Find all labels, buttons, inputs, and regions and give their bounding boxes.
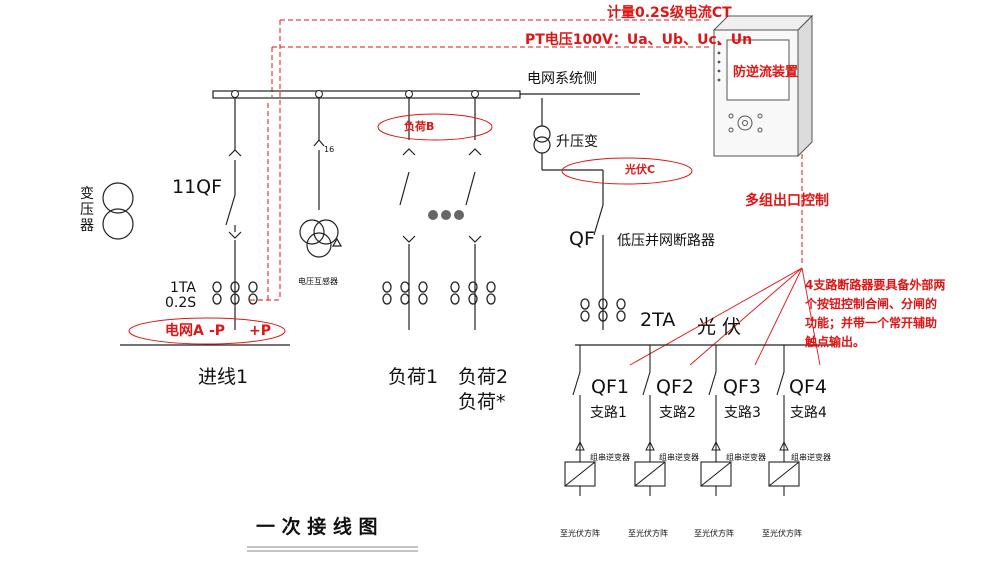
qf11-label: 11QF	[172, 176, 223, 198]
breaker-requirement-note: 4支路断路器要具备外部两 个按钮控制合闸、分闸的 功能；并带一个常开辅助 触点输…	[805, 276, 945, 352]
load-star-label: 负荷*	[458, 391, 506, 413]
branch-name-label: 支路2	[659, 405, 696, 421]
pt-note: PT电压100V：Ua、Ub、Uc、Un	[525, 32, 753, 48]
ta1-class-label: 0.2S	[165, 295, 197, 311]
pv-array-label: 至光伏方阵	[762, 529, 802, 538]
branch-qf-label: QF4	[789, 376, 827, 398]
note-line: 功能；并带一个常开辅助	[805, 316, 938, 330]
lv-breaker-label: 低压并网断路器	[617, 233, 715, 249]
inverter-label: 组串逆变器	[659, 453, 699, 462]
highlight-ellipses	[128, 113, 693, 345]
note-line: 个按钮控制合闸、分闸的	[805, 297, 938, 311]
pv-label: 光 伏	[697, 316, 742, 338]
transformer-label: 变压器	[80, 186, 94, 234]
grid-a-label: 电网A	[165, 323, 204, 339]
device-label: 防逆流装置	[733, 65, 799, 80]
load2-label: 负荷2	[458, 366, 509, 388]
device-box	[712, 14, 814, 158]
note-line: 触点输出。	[805, 335, 866, 349]
inverter-label: 组串逆变器	[590, 453, 630, 462]
ct-note: 计量0.2S级电流CT	[607, 5, 732, 21]
branch-qf-label: QF1	[591, 376, 629, 398]
note-line: 4支路断路器要具备外部两	[805, 278, 946, 292]
pv-array-label: 至光伏方阵	[628, 529, 668, 538]
pv-incomer	[533, 98, 835, 346]
plus-p-label: +P	[249, 323, 271, 339]
grid-side-label: 电网系统侧	[527, 71, 597, 87]
pv-branches	[564, 345, 800, 496]
incoming1-label: 进线1	[198, 366, 249, 388]
inverter-label: 组串逆变器	[791, 453, 831, 462]
pv-c-label: 光伏C	[625, 163, 656, 176]
ta2-label: 2TA	[640, 309, 676, 331]
branch-name-label: 支路1	[590, 405, 627, 421]
branch-name-label: 支路4	[790, 405, 827, 421]
ellipsis-dots	[428, 210, 464, 220]
pv-array-label: 至光伏方阵	[694, 529, 734, 538]
qf-label: QF	[569, 228, 595, 250]
multi-output-label: 多组出口控制	[745, 193, 829, 209]
pv-array-label: 至光伏方阵	[560, 529, 600, 538]
branch-qf-label: QF2	[656, 376, 694, 398]
grid-busbar	[212, 90, 640, 99]
branch-arrows	[575, 440, 789, 451]
ta1-label: 1TA	[170, 280, 196, 296]
minus-p-label: -P	[209, 323, 226, 339]
control-fan-lines	[629, 267, 821, 366]
branch-qf-label: QF3	[723, 376, 761, 398]
incoming-feeder	[102, 98, 290, 346]
control-wiring	[250, 19, 803, 301]
pt-value-label: 16	[324, 145, 335, 154]
load1-label: 负荷1	[388, 366, 439, 388]
branch-name-label: 支路3	[724, 405, 761, 421]
title-underline	[247, 546, 418, 552]
voltage-transformer	[299, 98, 343, 258]
diagram-title: 一 次 接 线 图	[256, 516, 378, 538]
load-b-label: 负荷B	[404, 120, 435, 133]
step-up-label: 升压变	[556, 134, 598, 150]
inverter-label: 组串逆变器	[726, 453, 766, 462]
vt-label: 电压互感器	[298, 277, 338, 286]
